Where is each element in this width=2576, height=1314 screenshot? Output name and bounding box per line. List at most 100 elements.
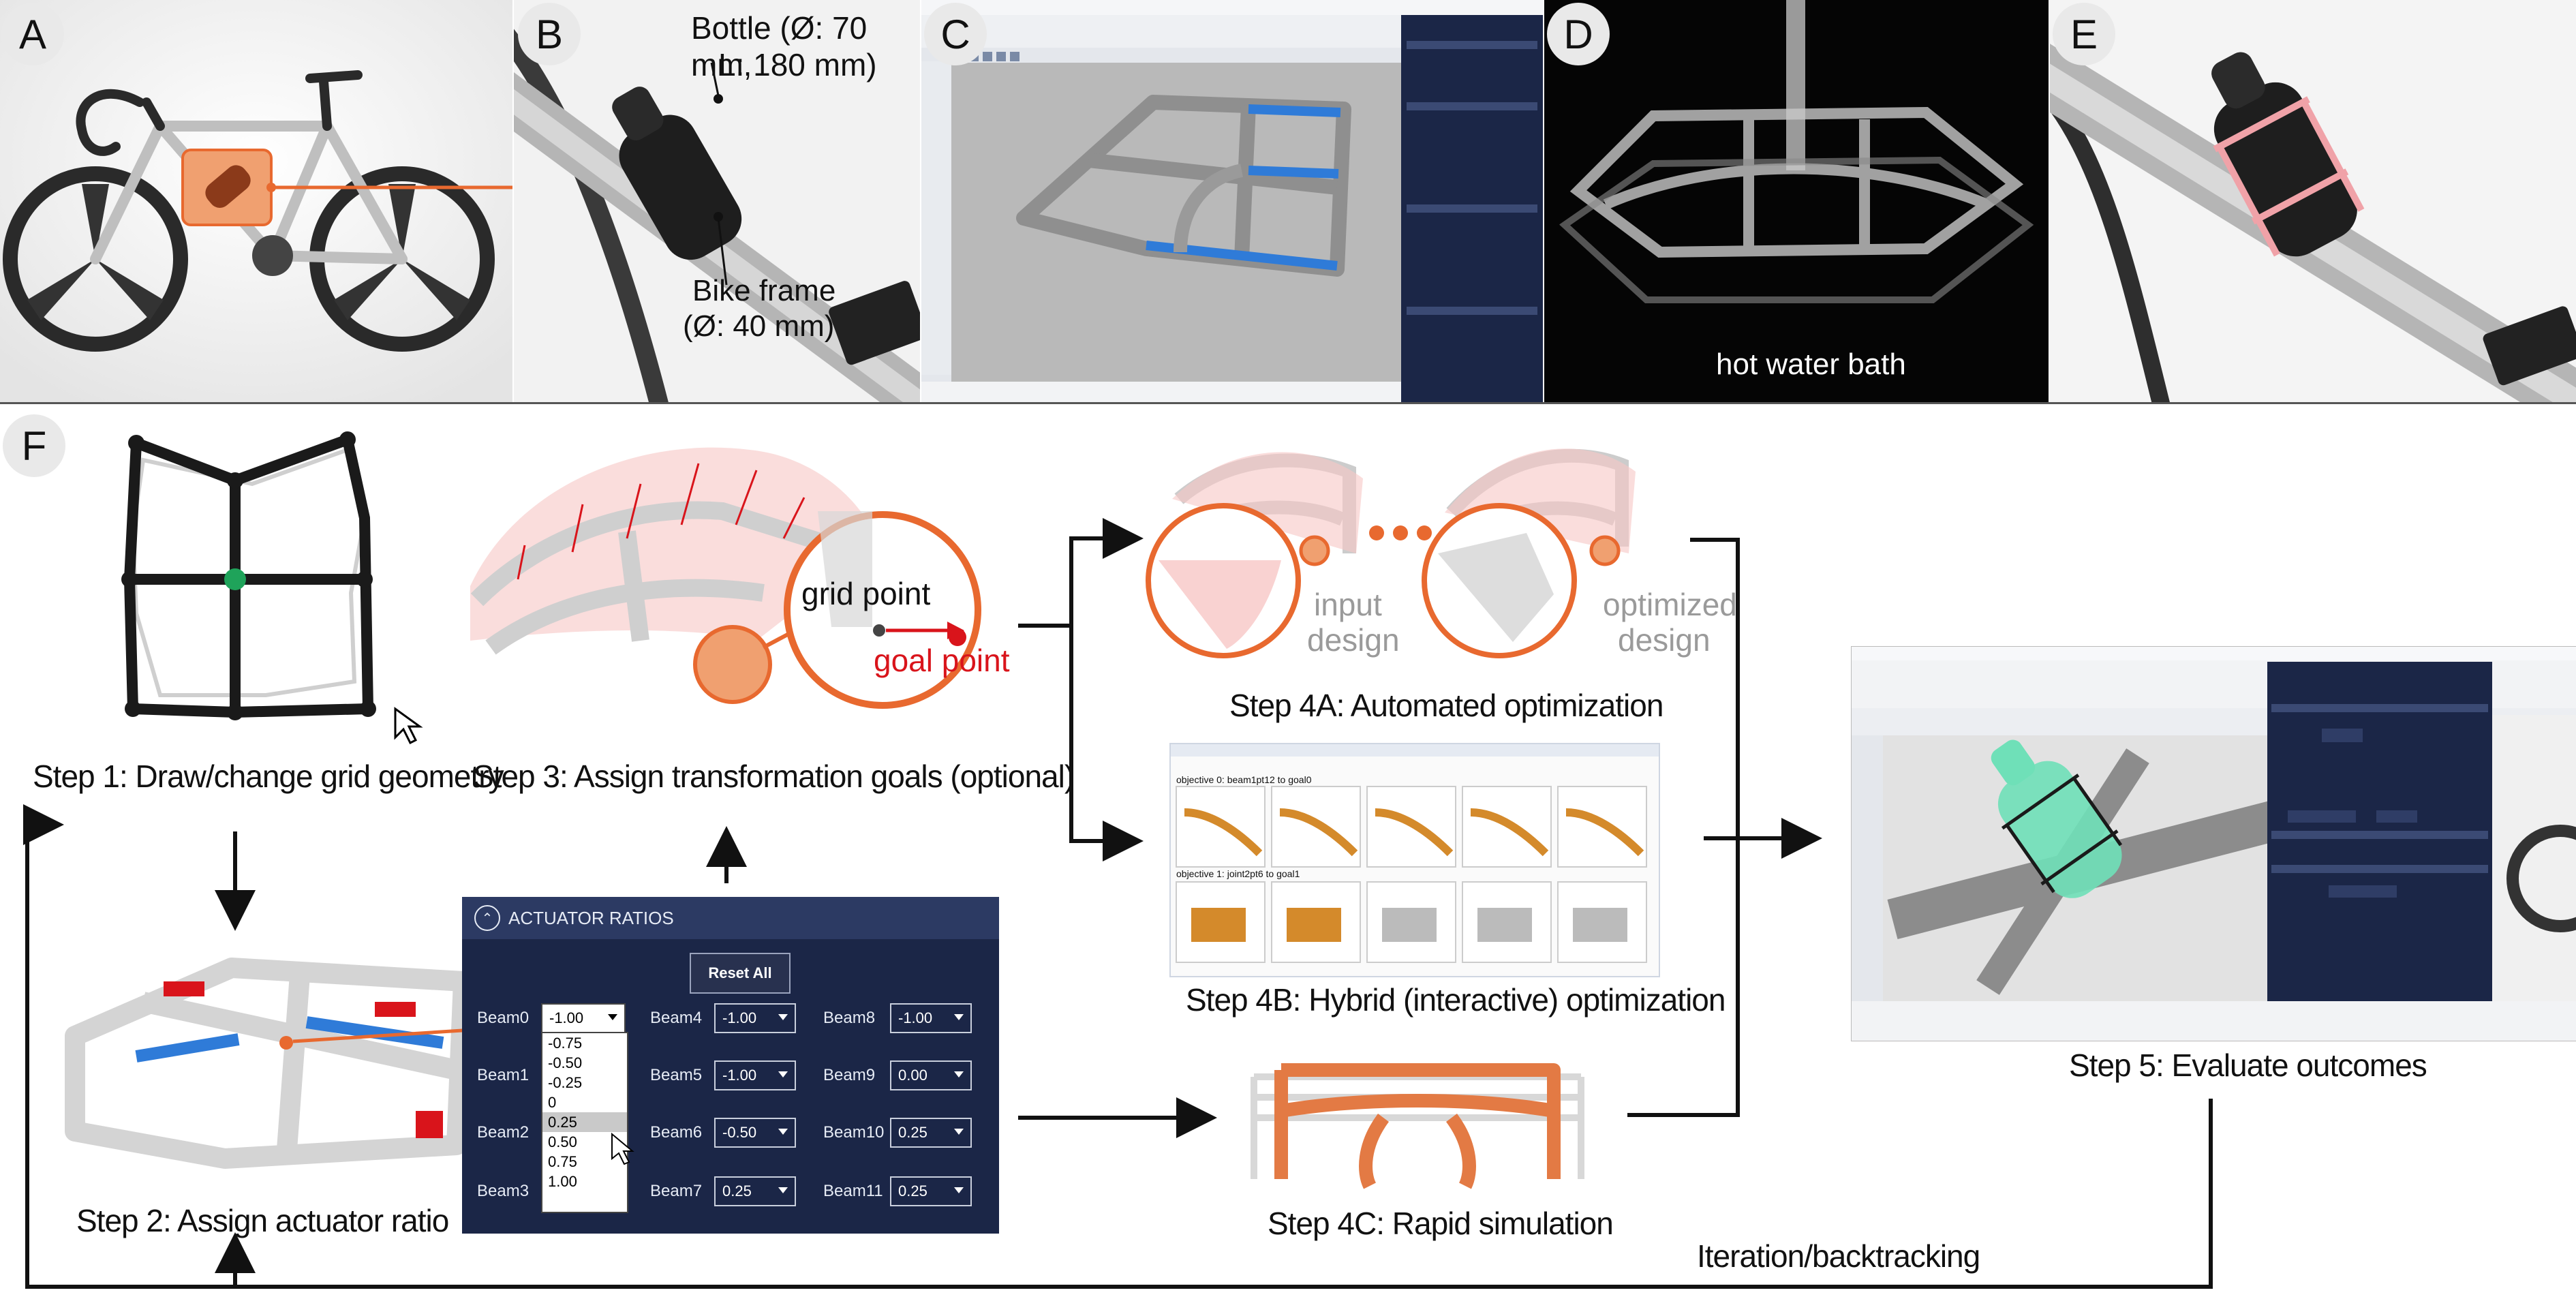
panel-label-e: E xyxy=(2053,3,2115,65)
step5-rhino-window xyxy=(1851,646,2576,1041)
dropdown-arrow-icon xyxy=(954,1129,964,1135)
beam4-label: Beam4 xyxy=(650,1009,703,1027)
dropdown-option-highlighted[interactable]: 0.25 xyxy=(542,1112,627,1132)
mouse-cursor-icon xyxy=(611,1133,634,1165)
beam7-value: 0.25 xyxy=(722,1182,752,1200)
goal-point-label: goal point xyxy=(874,643,1010,678)
step4b-thumbnails xyxy=(1176,786,1647,963)
beam3-label: Beam3 xyxy=(477,1182,530,1200)
bottle-dimension-label: Bottle (Ø: 70 mm, xyxy=(691,10,868,82)
actuator-panel-title: ACTUATOR RATIOS xyxy=(508,907,674,928)
bottle-dimension-label-2: L: 180 mm) xyxy=(718,47,877,82)
step1-caption: Step 1: Draw/change grid geometry xyxy=(33,759,504,794)
top-row-divider xyxy=(0,402,2576,404)
mounted-bottle-render xyxy=(2050,0,2576,402)
dropdown-arrow-icon xyxy=(778,1129,788,1135)
panel-label-d: D xyxy=(1547,3,1610,65)
dropdown-arrow-icon xyxy=(778,1014,788,1020)
objective0-label: objective 0: beam1pt12 to goal0 xyxy=(1176,774,1312,785)
panel-label-b: B xyxy=(518,3,581,65)
beam8-select[interactable]: -1.00 xyxy=(890,1003,972,1033)
dropdown-arrow-icon xyxy=(608,1014,617,1020)
actuator-ratios-panel: ⌃ ACTUATOR RATIOS Reset All Beam0 Beam1 … xyxy=(462,897,999,1234)
panel-c: C xyxy=(921,0,1543,402)
dropdown-arrow-icon xyxy=(778,1071,788,1078)
objective1-label: objective 1: joint2pt6 to goal1 xyxy=(1176,868,1300,879)
step4b-window: objective 0: beam1pt12 to goal0 objectiv… xyxy=(1169,743,1660,977)
beam4-select[interactable]: -1.00 xyxy=(714,1003,796,1033)
panel-e: E xyxy=(2050,0,2576,402)
actuator-panel-header[interactable]: ⌃ ACTUATOR RATIOS xyxy=(462,897,999,939)
step5-screenshot-content xyxy=(1852,647,2576,1041)
step4b-caption: Step 4B: Hybrid (interactive) optimizati… xyxy=(1186,982,1726,1018)
beam5-select[interactable]: -1.00 xyxy=(714,1060,796,1090)
step5-caption: Step 5: Evaluate outcomes xyxy=(2069,1048,2427,1083)
step3-figure xyxy=(470,447,981,709)
step4c-caption: Step 4C: Rapid simulation xyxy=(1268,1206,1614,1241)
panel-a: A xyxy=(0,0,512,402)
beam8-label: Beam8 xyxy=(823,1009,876,1027)
optimized-design-label: optimized xyxy=(1603,587,1737,622)
reset-all-button[interactable]: Reset All xyxy=(690,953,791,994)
step4a-figure xyxy=(1146,448,1636,658)
bicycle-illustration xyxy=(0,0,512,402)
beam7-label: Beam7 xyxy=(650,1182,703,1200)
step1-grid-figure xyxy=(121,431,423,745)
dropdown-arrow-icon xyxy=(954,1187,964,1193)
dropdown-arrow-icon xyxy=(954,1014,964,1020)
beam10-label: Beam10 xyxy=(823,1123,885,1142)
beam10-value: 0.25 xyxy=(898,1124,927,1141)
grid-point-label: grid point xyxy=(801,576,931,611)
beam0-label: Beam0 xyxy=(477,1009,530,1027)
beam7-select[interactable]: 0.25 xyxy=(714,1176,796,1206)
step4a-caption: Step 4A: Automated optimization xyxy=(1229,688,1663,723)
dropdown-option[interactable]: 0.75 xyxy=(548,1153,577,1170)
frame-dimension-label: Bike frame xyxy=(692,274,836,307)
beam9-label: Beam9 xyxy=(823,1066,876,1084)
beam0-value: -1.00 xyxy=(549,1009,584,1026)
beam4-value: -1.00 xyxy=(722,1009,757,1026)
beam2-label: Beam2 xyxy=(477,1123,530,1142)
panel-d: D hot water bath xyxy=(1544,0,2049,402)
beam5-label: Beam5 xyxy=(650,1066,703,1084)
panel-b: B Bottle (Ø: 70 mm, L: 180 mm) Bike fram… xyxy=(514,0,920,402)
dropdown-option[interactable]: -0.25 xyxy=(548,1074,583,1091)
step2-caption: Step 2: Assign actuator ratio xyxy=(76,1203,449,1238)
beam1-label: Beam1 xyxy=(477,1066,530,1084)
panel-label-a: A xyxy=(1,3,64,65)
hot-water-bath-caption: hot water bath xyxy=(1716,348,1906,381)
beam10-select[interactable]: 0.25 xyxy=(890,1118,972,1148)
beam9-value: 0.00 xyxy=(898,1067,927,1084)
iteration-caption: Iteration/backtracking xyxy=(1697,1238,1980,1274)
dropdown-option[interactable]: -0.50 xyxy=(548,1054,583,1071)
beam5-value: -1.00 xyxy=(722,1067,757,1084)
frame-dimension-label-2: (Ø: 40 mm) xyxy=(683,309,835,343)
beam6-select[interactable]: -0.50 xyxy=(714,1118,796,1148)
dropdown-option[interactable]: 1.00 xyxy=(548,1173,577,1190)
collapse-chevron-icon[interactable]: ⌃ xyxy=(474,905,500,931)
dropdown-option[interactable]: 0 xyxy=(548,1094,557,1111)
dropdown-arrow-icon xyxy=(954,1071,964,1078)
dropdown-arrow-icon xyxy=(778,1187,788,1193)
step4c-figure xyxy=(1251,1063,1584,1189)
rhino-cad-screenshot xyxy=(921,0,1543,402)
step3-caption: Step 3: Assign transformation goals (opt… xyxy=(473,759,1075,794)
panel-label-f: F xyxy=(3,414,65,477)
panel-label-c: C xyxy=(924,3,987,65)
hot-water-bath-photo xyxy=(1544,0,2049,402)
input-design-label-2: design xyxy=(1307,622,1400,658)
beam8-value: -1.00 xyxy=(898,1009,933,1026)
input-design-label: input xyxy=(1314,587,1382,622)
beam11-select[interactable]: 0.25 xyxy=(890,1176,972,1206)
beam0-dropdown-list[interactable]: -0.75 -0.50 -0.25 0 0.25 0.50 0.75 1.00 xyxy=(541,1032,628,1213)
dropdown-option[interactable]: 0.50 xyxy=(548,1133,577,1150)
optimized-design-label-2: design xyxy=(1618,622,1711,658)
beam11-value: 0.25 xyxy=(898,1182,927,1200)
beam6-value: -0.50 xyxy=(722,1124,757,1141)
beam6-label: Beam6 xyxy=(650,1123,703,1142)
beam11-label: Beam11 xyxy=(823,1182,883,1200)
beam9-select[interactable]: 0.00 xyxy=(890,1060,972,1090)
dropdown-option[interactable]: -0.75 xyxy=(548,1035,583,1052)
bottle-on-frame-render xyxy=(514,0,920,402)
